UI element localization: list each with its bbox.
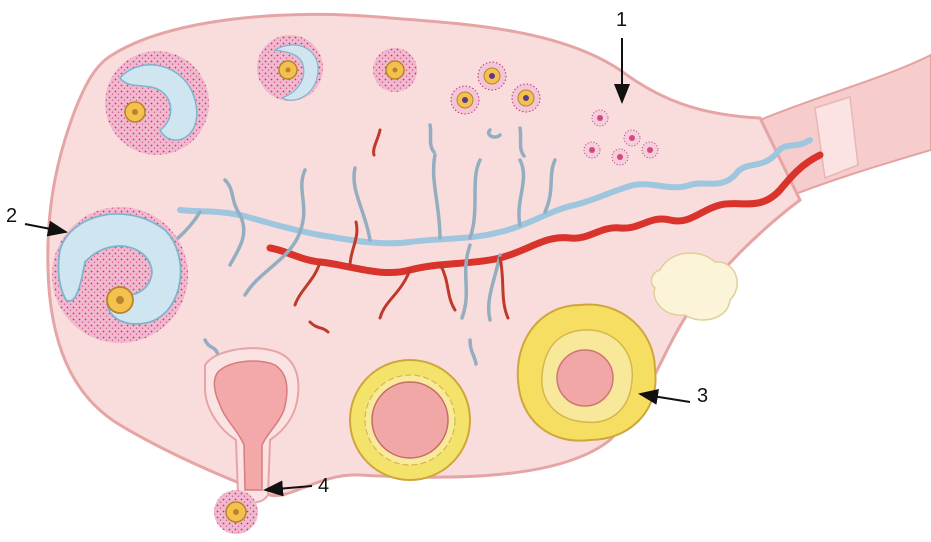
corpus-albicans bbox=[651, 253, 737, 320]
developing-corpus-luteum bbox=[350, 360, 470, 480]
secondary-follicle-large bbox=[105, 51, 209, 155]
callout-label-4: 4 bbox=[318, 475, 329, 497]
callout-label-3: 3 bbox=[697, 385, 708, 407]
early-antral-follicle bbox=[257, 35, 323, 101]
callout-label-1: 1 bbox=[616, 9, 627, 31]
primary-follicle bbox=[373, 48, 417, 92]
callout-label-2: 2 bbox=[6, 205, 17, 227]
graafian-follicle bbox=[52, 207, 188, 343]
corpus-luteum bbox=[518, 304, 656, 440]
